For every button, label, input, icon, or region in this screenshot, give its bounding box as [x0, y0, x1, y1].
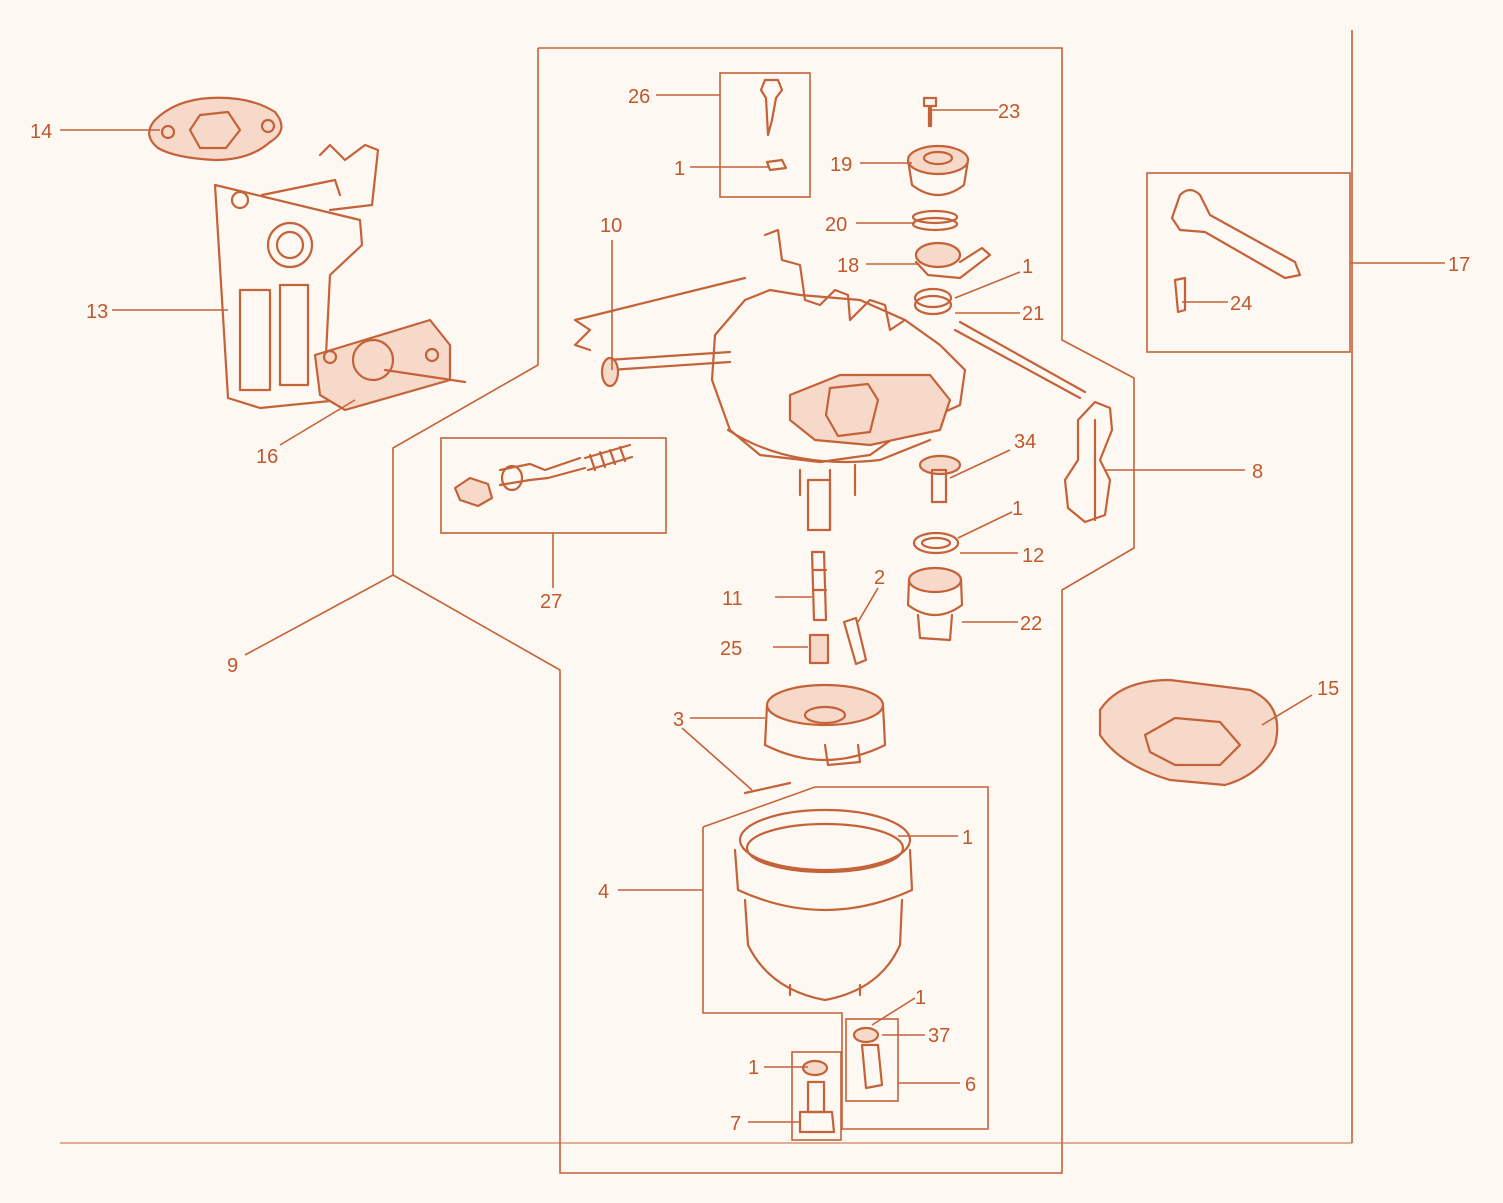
callout-12: 12	[1022, 545, 1044, 567]
callout-labels: 14 13 16 26 1 10 23 19 20 18 1 21 17 24 …	[30, 86, 1470, 1135]
part-screw-23	[922, 96, 938, 128]
callout-34: 34	[1014, 431, 1036, 453]
part-cup-22	[906, 566, 964, 642]
callout-3: 3	[673, 709, 684, 731]
part-lever-18	[914, 241, 992, 280]
callout-24: 24	[1230, 293, 1252, 315]
callout-23: 23	[998, 101, 1020, 123]
callout-26: 26	[628, 86, 650, 108]
part-carburetor-body	[710, 228, 1087, 532]
callout-25: 25	[720, 638, 742, 660]
leader-lines	[60, 94, 1445, 1123]
callout-21: 21	[1022, 303, 1044, 325]
part-arm-17	[1170, 188, 1302, 314]
part-bolt-7	[798, 1059, 836, 1134]
part-diaphragm-34	[918, 454, 962, 504]
callout-4: 4	[598, 881, 609, 903]
part-gasket-15	[1098, 678, 1279, 787]
callout-19: 19	[830, 154, 852, 176]
callout-6: 6	[965, 1074, 976, 1096]
part-linkage-8	[1063, 400, 1114, 524]
part-jet-11	[810, 550, 828, 622]
part-bowl-4	[733, 808, 914, 1002]
callout-1-b: 1	[1022, 256, 1033, 278]
part-oring-12	[912, 531, 960, 555]
callout-15: 15	[1317, 678, 1339, 700]
part-spring-20	[911, 209, 959, 232]
callout-18: 18	[837, 255, 859, 277]
part-float-3	[743, 683, 887, 795]
callout-16: 16	[256, 446, 278, 468]
frame-lines	[60, 30, 1353, 1174]
part-needle-2	[842, 616, 868, 666]
callout-27: 27	[540, 591, 562, 613]
part-oring-21	[913, 287, 953, 316]
callout-17: 17	[1448, 254, 1470, 276]
part-jet-25	[808, 633, 830, 665]
callout-1-e: 1	[915, 987, 926, 1009]
part-kit-27	[453, 443, 634, 508]
part-gasket-16	[313, 318, 467, 412]
part-cap-19	[906, 144, 970, 197]
callout-11: 11	[722, 588, 743, 610]
part-choke-rod-10	[573, 276, 747, 388]
callout-2: 2	[874, 567, 885, 589]
callout-20: 20	[825, 214, 847, 236]
callout-7: 7	[730, 1113, 741, 1135]
part-gasket-14	[148, 96, 283, 162]
callout-13: 13	[86, 301, 108, 323]
callout-1-c: 1	[1012, 498, 1023, 520]
callout-1-a: 1	[674, 158, 685, 180]
callout-8: 8	[1252, 461, 1263, 483]
part-bracket-13	[213, 143, 380, 410]
callout-1-f: 1	[748, 1057, 759, 1079]
callout-22: 22	[1020, 613, 1042, 635]
callout-9: 9	[227, 655, 238, 677]
callout-10: 10	[600, 215, 622, 237]
callout-1-d: 1	[962, 827, 973, 849]
part-bolt-6	[852, 1026, 884, 1090]
part-screw-26	[759, 78, 788, 172]
callout-14: 14	[30, 121, 52, 143]
group-boxes	[440, 72, 1351, 1141]
callout-37: 37	[928, 1025, 950, 1047]
